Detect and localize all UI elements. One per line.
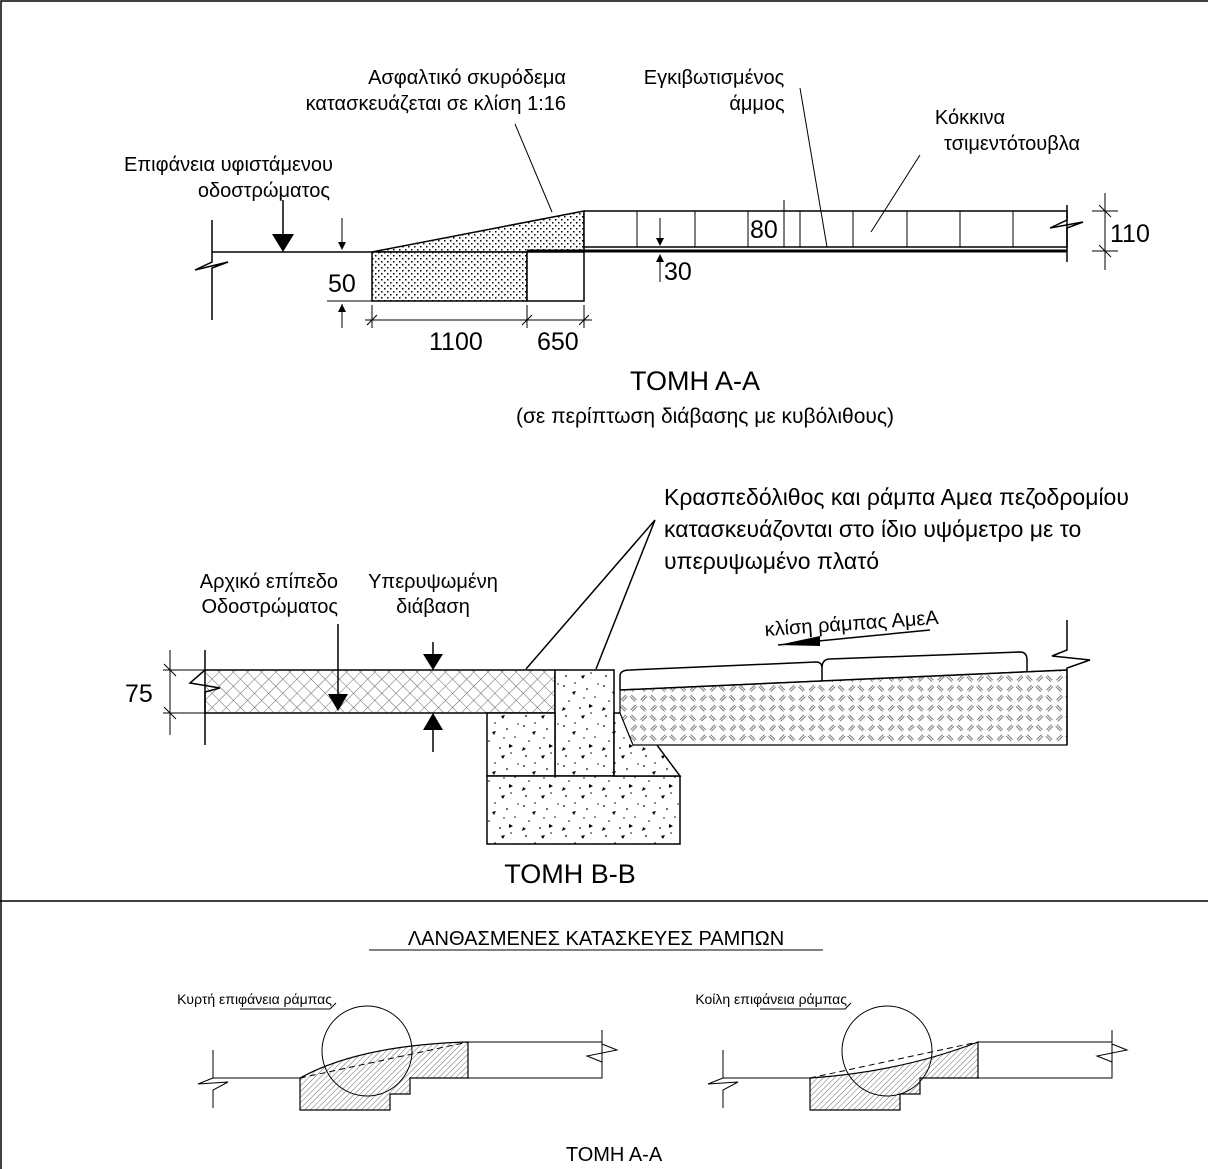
section-aa-title: ΤΟΜΗ Α-Α bbox=[630, 366, 760, 396]
initial-level-arrow-icon bbox=[328, 694, 348, 711]
note-line1: Κρασπεδόλιθος και ράμπα Αμεα πεζοδρομίου bbox=[664, 484, 1129, 510]
dim-110: 110 bbox=[1110, 220, 1150, 248]
surface-arrow-icon bbox=[272, 234, 294, 252]
section-aa: 80 110 30 50 1100 650 Ασφα bbox=[124, 67, 1150, 428]
label-initial-line1: Αρχικό επίπεδο bbox=[200, 571, 338, 593]
label-asphalt-line2: κατασκευάζεται σε κλίση 1:16 bbox=[306, 93, 566, 115]
section-bb-title: ΤΟΜΗ Β-Β bbox=[504, 859, 636, 889]
label-raised-line2: διάβαση bbox=[396, 596, 470, 618]
convex-label: Κυρτή επιφάνεια ράμπας bbox=[177, 991, 332, 1007]
section-bb: κλίση ράμπας ΑμεΑ 75 Αρχικό επίπεδο Οδοσ… bbox=[125, 484, 1129, 889]
asphalt-base bbox=[371, 251, 528, 302]
section-aa-subtitle: (σε περίπτωση διάβασης με κυβόλιθους) bbox=[516, 405, 894, 428]
raised-crossing-slab bbox=[204, 669, 556, 714]
footing-upper bbox=[486, 712, 556, 777]
label-bricks-line2: τσιμεντότουβλα bbox=[944, 133, 1080, 155]
note-line3: υπερυψωμένο πλατό bbox=[664, 548, 879, 574]
ramp-base bbox=[619, 669, 1068, 746]
raised-bottom-arrow-icon bbox=[423, 713, 443, 730]
dim-650: 650 bbox=[537, 328, 579, 356]
dim-1100: 1100 bbox=[429, 328, 483, 356]
concrete-block bbox=[526, 251, 585, 302]
asphalt-ramp bbox=[371, 210, 585, 253]
ramp-slope-label: κλίση ράμπας ΑμεΑ bbox=[764, 607, 940, 641]
label-asphalt-line1: Ασφαλτικό σκυρόδεμα bbox=[368, 67, 566, 89]
dim-50: 50 bbox=[328, 270, 356, 298]
dim-75: 75 bbox=[125, 680, 153, 708]
note-line2: κατασκευάζονται στο ίδιο υψόμετρο με το bbox=[664, 516, 1081, 542]
convex-ramp-detail: Κυρτή επιφάνεια ράμπας bbox=[177, 991, 619, 1111]
wrong-constructions: ΛΑΝΘΑΣΜΕΝΕΣ ΚΑΤΑΣΚΕΥΕΣ ΡΑΜΠΩΝ Κυρτή επιφ… bbox=[177, 928, 1129, 1166]
slope-arrow-icon bbox=[778, 636, 820, 646]
curb-concrete bbox=[554, 669, 615, 777]
paver-layer bbox=[583, 210, 1068, 248]
convex-ramp-fill bbox=[299, 1041, 469, 1111]
concave-ramp-fill bbox=[809, 1041, 979, 1111]
footing-lower bbox=[486, 775, 681, 845]
wrong-section-title: ΤΟΜΗ Α-Α bbox=[566, 1144, 663, 1166]
dim-30: 30 bbox=[664, 258, 692, 286]
label-bricks-line1: Κόκκινα bbox=[935, 107, 1005, 129]
concave-label: Κοίλη επιφάνεια ράμπας bbox=[695, 991, 847, 1007]
raised-top-arrow-icon bbox=[423, 654, 443, 670]
label-surface-line2: οδοστρώματος bbox=[198, 180, 330, 202]
label-raised-line1: Υπερυψωμένη bbox=[368, 571, 498, 593]
ramp-pavers bbox=[619, 651, 1028, 690]
label-initial-line2: Οδοστρώματος bbox=[201, 596, 338, 618]
concave-ramp-detail: Κοίλη επιφάνεια ράμπας bbox=[695, 991, 1129, 1111]
wrong-heading: ΛΑΝΘΑΣΜΕΝΕΣ ΚΑΤΑΣΚΕΥΕΣ ΡΑΜΠΩΝ bbox=[408, 928, 784, 950]
label-sand-line2: άμμος bbox=[729, 93, 785, 115]
label-sand-line1: Εγκιβωτισμένος bbox=[644, 67, 785, 89]
dim-80: 80 bbox=[750, 216, 778, 244]
label-surface-line1: Επιφάνεια υφιστάμενου bbox=[124, 154, 333, 176]
